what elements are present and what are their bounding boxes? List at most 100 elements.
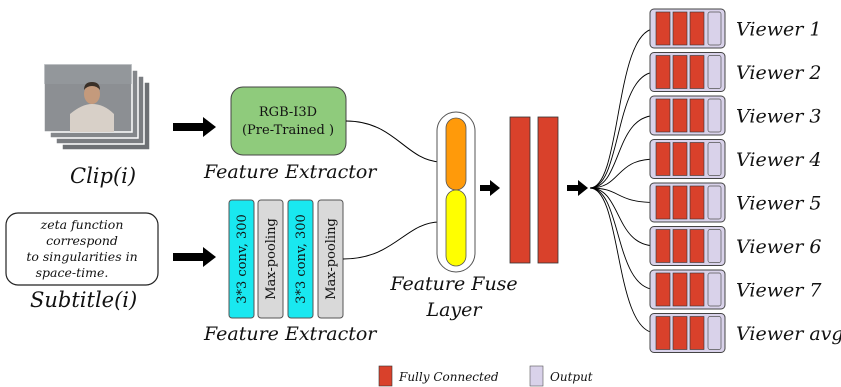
viewer-head: Viewer 7 [649, 269, 822, 310]
text-cnn-block-label: Max-pooling [264, 218, 279, 300]
rgb-i3d-box [230, 86, 347, 156]
viewer-fc-layer [689, 229, 705, 263]
viewer-head: Viewer 5 [649, 182, 821, 223]
viewer-output-unit [707, 229, 722, 263]
text-cnn-block: Max-pooling [317, 199, 344, 319]
viewer-output-unit [707, 11, 722, 46]
text-cnn-block-label: Max-pooling [324, 218, 339, 300]
subtitle-label: Subtitle(i) [30, 288, 137, 312]
viewer-label: Viewer 4 [736, 149, 821, 171]
text-cnn-block-label: 3*3 conv, 300 [294, 214, 309, 304]
legend-fc-label: Fully Connected [398, 370, 499, 384]
viewer-fc-layer [689, 98, 705, 133]
viewer-label: Viewer 7 [736, 280, 822, 302]
viewer-fc-layer [672, 316, 688, 350]
text-cnn-block: 3*3 conv, 300 [287, 199, 314, 319]
fuse-connectors [342, 120, 441, 260]
fc-layer-2 [537, 116, 559, 264]
viewer-connector [589, 187, 657, 290]
viewer-fc-layer [655, 185, 671, 220]
viewer-fc-layer [655, 98, 671, 133]
viewer-fc-layer [689, 272, 705, 307]
fc-layer-1 [509, 116, 531, 264]
viewer-label: Viewer 1 [736, 19, 821, 41]
viewer-fc-layer [672, 185, 688, 220]
viewer-fc-layer [689, 11, 705, 46]
viewer-connector [589, 28, 657, 189]
viewer-output-unit [707, 142, 722, 176]
legend: Fully Connected Output [378, 365, 593, 387]
rgb-extractor-caption: Feature Extractor [203, 161, 378, 183]
text-cnn-blocks: 3*3 conv, 300 Max-pooling 3*3 conv, 300 … [228, 199, 344, 319]
viewer-head: Viewer 2 [649, 52, 821, 92]
fuse-bottom-segment [445, 189, 467, 267]
viewer-connector [589, 71, 657, 189]
viewer-head: Viewer avg [649, 313, 841, 353]
video-clip-frames [43, 63, 151, 151]
viewer-output-unit [707, 98, 722, 133]
subtitle-line: to singularities in [26, 249, 137, 264]
viewer-fc-layer [672, 11, 688, 46]
viewer-label: Viewer 2 [736, 62, 821, 84]
viewer-fc-layer [672, 272, 688, 307]
viewer-label: Viewer 6 [736, 236, 821, 258]
rgb-i3d-title: RGB-I3D [259, 105, 317, 120]
fuse-to-fc-arrow [480, 180, 500, 196]
subtitle-line: correspond [46, 233, 118, 248]
viewer-fc-layer [672, 229, 688, 263]
text-extractor-caption: Feature Extractor [203, 323, 378, 345]
viewer-fc-layer [672, 98, 688, 133]
viewer-connector [589, 158, 657, 189]
text-cnn-block: Max-pooling [257, 199, 284, 319]
viewer-head: Viewer 3 [649, 95, 821, 136]
viewer-output-unit [707, 55, 722, 89]
viewer-connector [589, 187, 657, 247]
viewer-connector [589, 187, 657, 334]
text-cnn-block: 3*3 conv, 300 [228, 199, 255, 319]
clip-frame-front [43, 63, 133, 133]
fuse-layer-caption-line2: Layer [425, 299, 483, 321]
subtitle-line: zeta function [40, 217, 124, 232]
rgb-i3d-subtitle: (Pre-Trained ) [242, 123, 334, 138]
viewer-output-unit [707, 272, 722, 307]
viewer-fc-layer [655, 272, 671, 307]
input-arrows [173, 117, 216, 267]
viewer-fc-layer [689, 55, 705, 89]
subtitle-text: zeta function correspond to singularitie… [26, 217, 137, 280]
viewer-head: Viewer 6 [649, 226, 821, 266]
viewer-connector [589, 187, 657, 203]
viewer-label: Viewer 3 [736, 106, 821, 128]
viewer-label: Viewer avg [736, 323, 841, 345]
viewer-label: Viewer 5 [736, 193, 821, 215]
viewer-fc-layer [655, 11, 671, 46]
viewer-fc-layer [655, 229, 671, 263]
viewer-fc-layer [672, 142, 688, 176]
subtitle-box [5, 212, 159, 286]
viewer-fc-layer [655, 55, 671, 89]
legend-output-label: Output [550, 370, 593, 384]
viewer-output-unit [707, 185, 722, 220]
subtitle-arrow [173, 247, 216, 267]
text-cnn-block-label: 3*3 conv, 300 [235, 214, 250, 304]
viewer-fc-layer [689, 142, 705, 176]
viewer-fc-layer [689, 316, 705, 350]
viewer-fc-layer [672, 55, 688, 89]
viewer-fc-layer [655, 316, 671, 350]
shared-fc-layers [509, 116, 559, 264]
viewer-connector [589, 115, 657, 189]
viewer-output-unit [707, 316, 722, 350]
viewer-head: Viewer 1 [649, 8, 821, 49]
subtitle-line: space-time. [36, 265, 109, 280]
fuse-layer-caption-line1: Feature Fuse [389, 273, 517, 295]
viewer-head: Viewer 4 [649, 139, 821, 179]
clip-label: Clip(i) [70, 164, 136, 188]
viewer-heads: Viewer 1 Viewer 2 Viewer 3 Viewer 4 Viewer 5… [649, 8, 841, 353]
legend-fc-swatch [378, 365, 393, 387]
fc-to-heads-arrow [567, 180, 588, 196]
clip-arrow [173, 117, 216, 137]
feature-fuse-layer [436, 111, 476, 273]
legend-output-swatch [529, 365, 544, 387]
fuse-top-segment [445, 117, 467, 191]
viewer-fc-layer [655, 142, 671, 176]
